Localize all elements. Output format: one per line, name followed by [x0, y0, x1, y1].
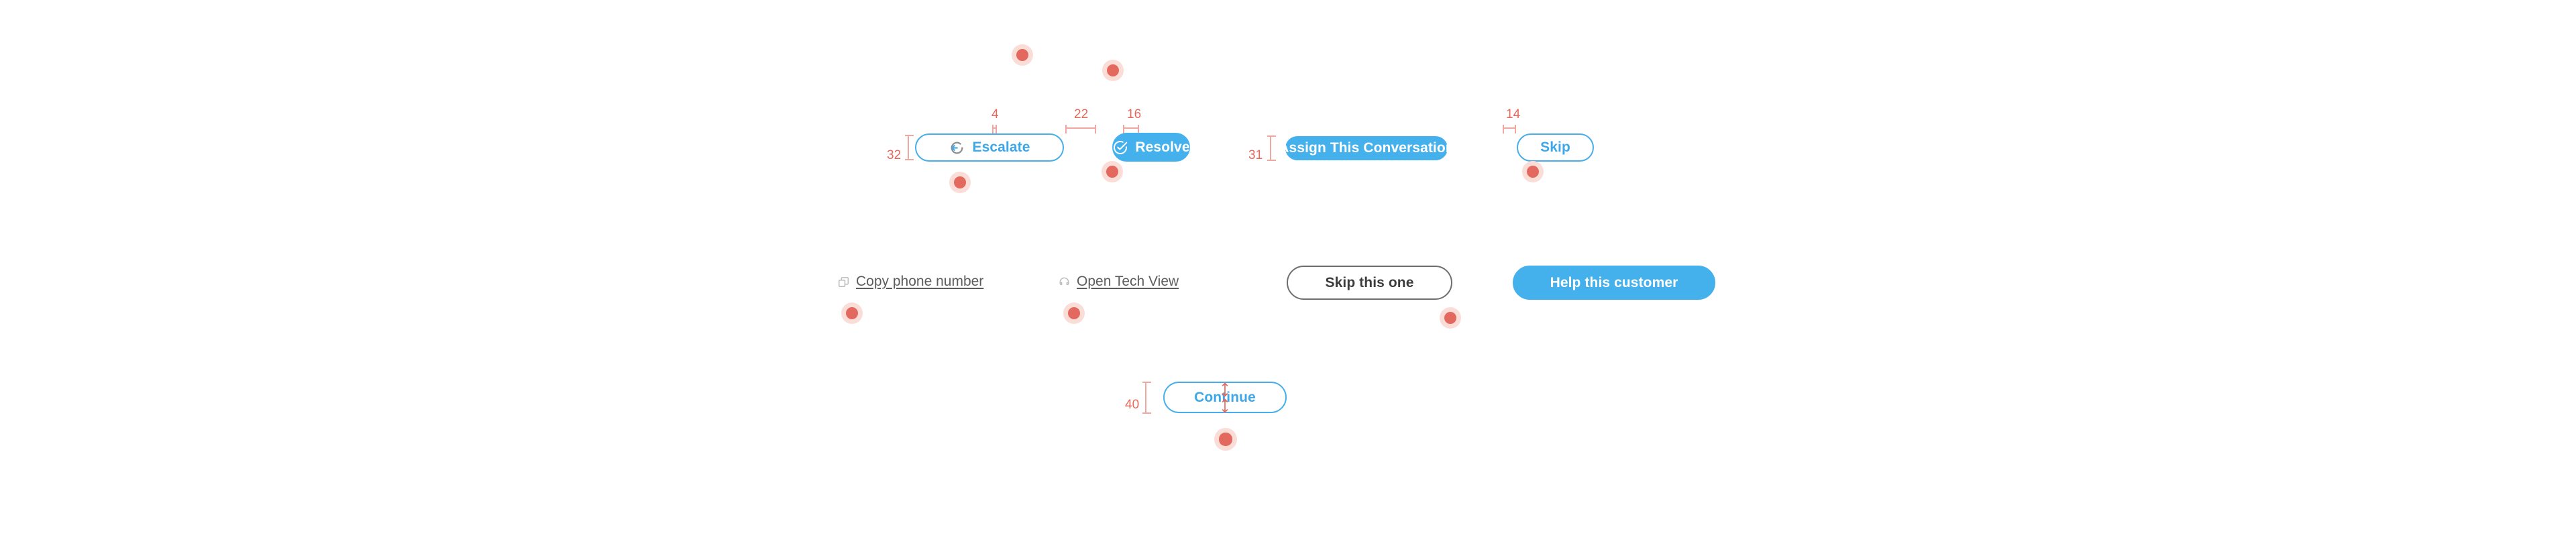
hotspot-resolve-bottom-left[interactable] — [1102, 161, 1123, 182]
skip-button[interactable]: Skip — [1517, 133, 1594, 162]
copy-icon — [837, 276, 850, 288]
hotspot-resolve-decor — [1102, 60, 1124, 81]
measure-rule-escalate-icon-gap — [992, 125, 997, 137]
assign-conversation-button[interactable]: Assign This Conversation — [1279, 136, 1454, 160]
skip-button-label: Skip — [1540, 140, 1570, 155]
measure-rule-continue-height — [1142, 382, 1155, 414]
padding-arrow-bottom-icon — [1221, 398, 1229, 416]
open-tech-view-link-label: Open Tech View — [1077, 274, 1179, 289]
check-circle-icon — [1112, 140, 1128, 156]
measure-label-escalate-height: 32 — [887, 148, 902, 162]
headset-icon — [1058, 276, 1071, 288]
help-this-customer-button[interactable]: Help this customer — [1513, 266, 1715, 300]
skip-this-one-button[interactable]: Skip this one — [1287, 266, 1452, 300]
hotspot-escalate-bottom[interactable] — [949, 172, 971, 193]
hotspot-escalate-top[interactable] — [1012, 44, 1033, 66]
escalate-rotate-arrow-icon — [949, 140, 965, 156]
escalate-button[interactable]: Escalate — [915, 133, 1064, 162]
hotspot-open-tech-view[interactable] — [1063, 302, 1085, 324]
measure-label-assign-height: 31 — [1248, 148, 1263, 162]
measure-label-continue-height: 40 — [1125, 398, 1140, 412]
resolve-button-label: Resolve — [1135, 139, 1190, 155]
hotspot-skip-bottom-left[interactable] — [1522, 161, 1544, 182]
measure-label-escalate-resolve-gap: 22 — [1074, 107, 1089, 121]
hotspot-continue-bottom[interactable] — [1214, 428, 1237, 451]
hotspot-copy-phone-number[interactable] — [841, 302, 863, 324]
escalate-button-label: Escalate — [972, 140, 1030, 155]
copy-phone-number-link-label: Copy phone number — [856, 274, 984, 289]
measure-rule-resolve-padding — [1123, 125, 1139, 137]
continue-button-label: Continue — [1194, 389, 1256, 405]
hotspot-skip-this-one[interactable] — [1440, 307, 1461, 329]
padding-arrow-top-icon — [1221, 382, 1229, 400]
measure-rule-escalate-resolve-gap — [1065, 125, 1096, 137]
measure-label-assign-skip-gap: 14 — [1506, 107, 1521, 121]
measure-rule-assign-skip-gap — [1503, 125, 1516, 137]
skip-this-one-button-label: Skip this one — [1325, 274, 1414, 290]
open-tech-view-link[interactable]: Open Tech View — [1058, 274, 1179, 290]
copy-phone-number-link[interactable]: Copy phone number — [837, 274, 983, 290]
resolve-button[interactable]: Resolve — [1112, 133, 1190, 162]
help-this-customer-button-label: Help this customer — [1550, 274, 1678, 290]
measure-rule-escalate-height — [905, 135, 918, 160]
measure-label-escalate-icon-gap: 4 — [991, 107, 999, 121]
measure-rule-assign-height — [1267, 135, 1280, 161]
measure-label-resolve-padding: 16 — [1127, 107, 1142, 121]
assign-conversation-button-label: Assign This Conversation — [1279, 140, 1454, 156]
